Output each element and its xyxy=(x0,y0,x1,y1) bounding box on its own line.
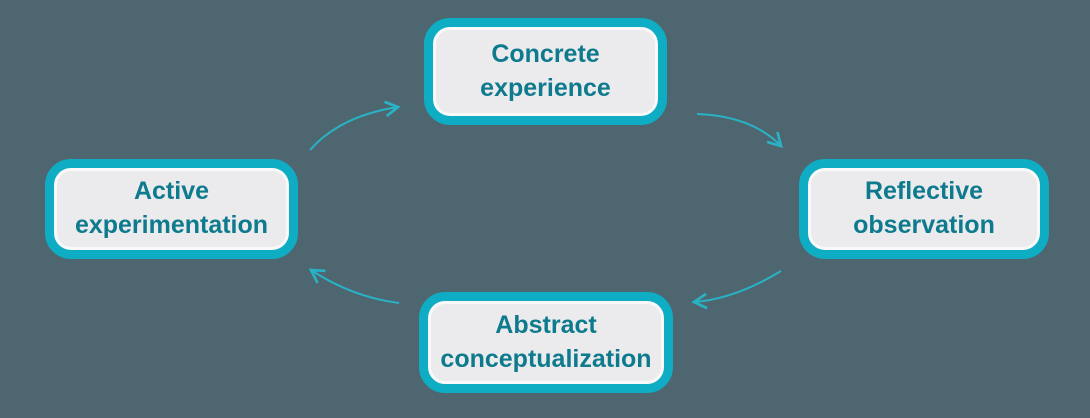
arrow-active-to-concrete xyxy=(309,100,401,151)
node-concrete-experience-label: Concrete experience xyxy=(480,39,611,102)
node-abstract-conceptualization-label: Abstract conceptualization xyxy=(440,310,652,373)
node-active-experimentation-label: Active experimentation xyxy=(74,177,269,239)
node-reflective-observation-label: Reflective observation xyxy=(853,177,995,239)
node-reflective-observation: Reflective observation xyxy=(799,159,1049,259)
arrow-abstract-to-active xyxy=(308,268,400,304)
node-abstract-conceptualization: Abstract conceptualization xyxy=(419,292,673,393)
arrow-reflective-to-abstract xyxy=(691,270,782,310)
arrow-concrete-to-reflective xyxy=(696,113,783,148)
node-active-experimentation: Active experimentation xyxy=(45,159,298,259)
node-concrete-experience: Concrete experience xyxy=(424,18,667,125)
